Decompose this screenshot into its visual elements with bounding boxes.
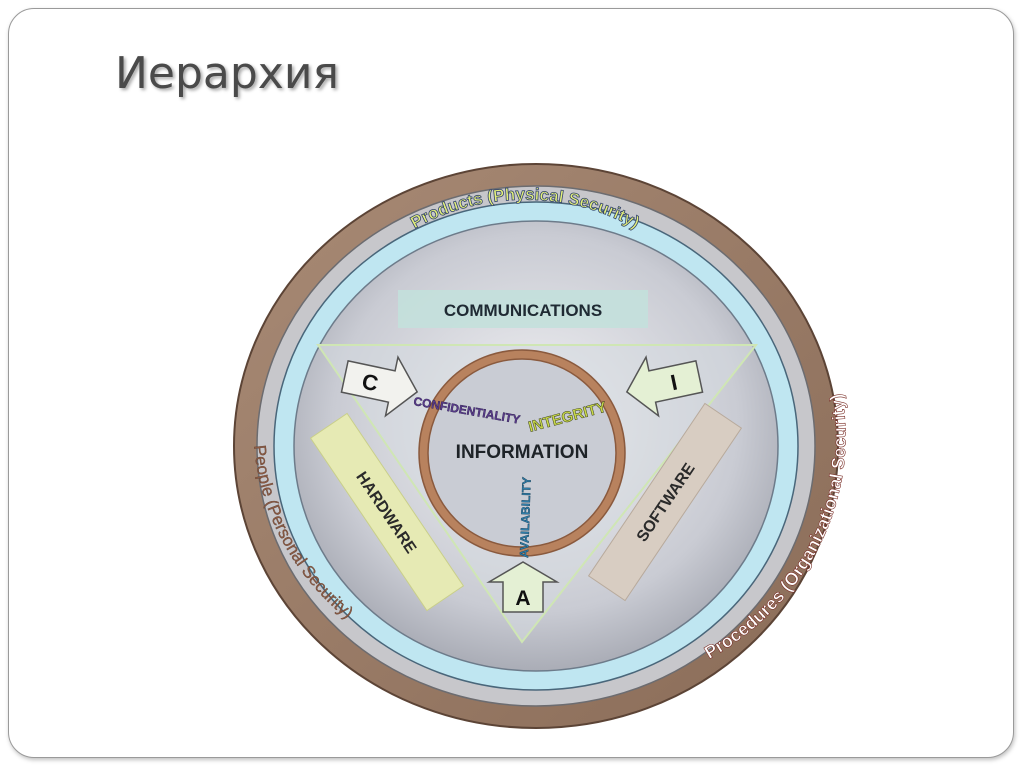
a-arrow-label: A (515, 587, 530, 610)
communications-label: COMMUNICATIONS (444, 301, 602, 320)
communications-box (398, 290, 648, 328)
information-label: INFORMATION (456, 442, 589, 463)
i-arrow: I (625, 355, 704, 418)
a-arrow: A (486, 561, 560, 613)
c-arrow: C (340, 355, 419, 418)
c-arrow-label: C (360, 369, 381, 397)
availability-label: AVAILABILITY (517, 477, 534, 558)
software-bar: SOFTWARE (587, 402, 743, 602)
i-arrow-label: I (668, 370, 679, 396)
slide-title: Иерархия (115, 48, 339, 99)
information-ring-inner (427, 358, 617, 548)
